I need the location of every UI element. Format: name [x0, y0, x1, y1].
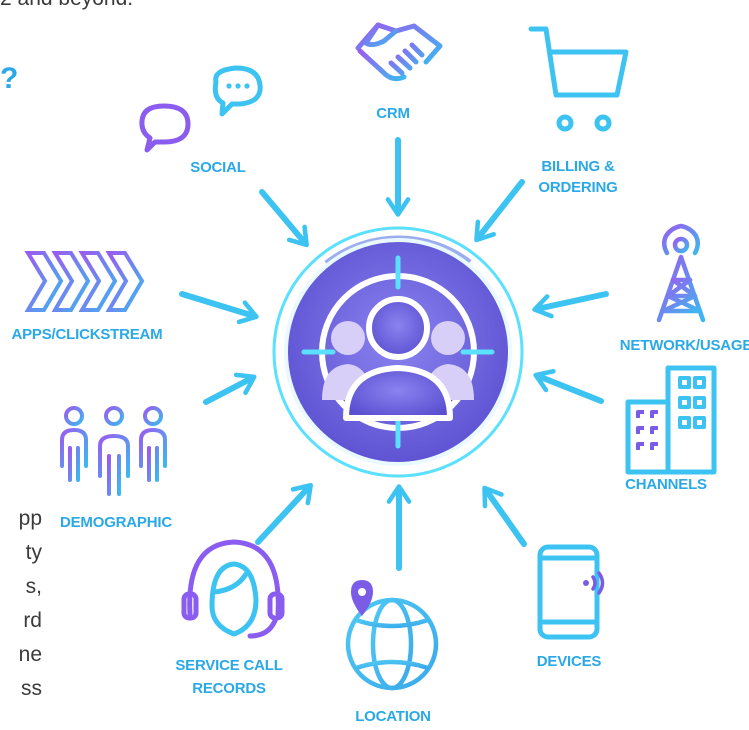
chevrons-icon [24, 251, 145, 312]
label-crm: CRM [376, 105, 410, 122]
arrow-billing [474, 179, 525, 243]
cell-tower-icon [656, 223, 706, 323]
paragraph-fragment-4: rd [23, 609, 42, 632]
arrow-apps [179, 291, 259, 325]
globe-pin-icon [345, 580, 439, 691]
arrow-demographic [203, 372, 257, 405]
intro-text-fragment: 2 and beyond. [0, 0, 133, 12]
label-billing: BILLING &ORDERING [538, 158, 617, 196]
label-location: LOCATION [355, 708, 431, 725]
arrow-social [259, 189, 309, 248]
label-social: SOCIAL [190, 159, 246, 176]
arrow-devices [482, 485, 527, 547]
speech-bubbles-icon [139, 65, 263, 153]
paragraph-fragment-3: s, [25, 575, 42, 598]
question-mark-fragment: ? [0, 62, 19, 95]
user-icon [343, 296, 453, 421]
building-icon [625, 365, 717, 475]
source-labels: CRM BILLING &ORDERING NETWORK/USAGE CHAN… [12, 105, 749, 725]
handshake-icon [355, 22, 443, 82]
label-apps: APPS/CLICKSTREAM [12, 326, 163, 343]
paragraph-fragment-2: ty [25, 541, 42, 564]
arrow-channels [533, 369, 604, 404]
customer-profile-hub [272, 226, 524, 478]
label-network: NETWORK/USAGE [620, 337, 749, 354]
arrow-network [532, 291, 609, 319]
headset-agent-icon [181, 539, 285, 639]
paragraph-fragment-6: ss [21, 677, 42, 700]
arrow-service [255, 482, 313, 545]
shopping-cart-icon [528, 26, 629, 132]
paragraph-fragment-1: pp [18, 507, 42, 530]
smartphone-icon [537, 544, 605, 640]
label-channels: CHANNELS [625, 476, 707, 493]
people-group-icon [60, 406, 167, 496]
label-demographic: DEMOGRAPHIC [60, 514, 172, 531]
crosshair-icon [301, 255, 495, 449]
paragraph-fragment-5: ne [18, 643, 42, 666]
label-devices: DEVICES [537, 653, 602, 670]
connector-arrows [179, 137, 609, 571]
